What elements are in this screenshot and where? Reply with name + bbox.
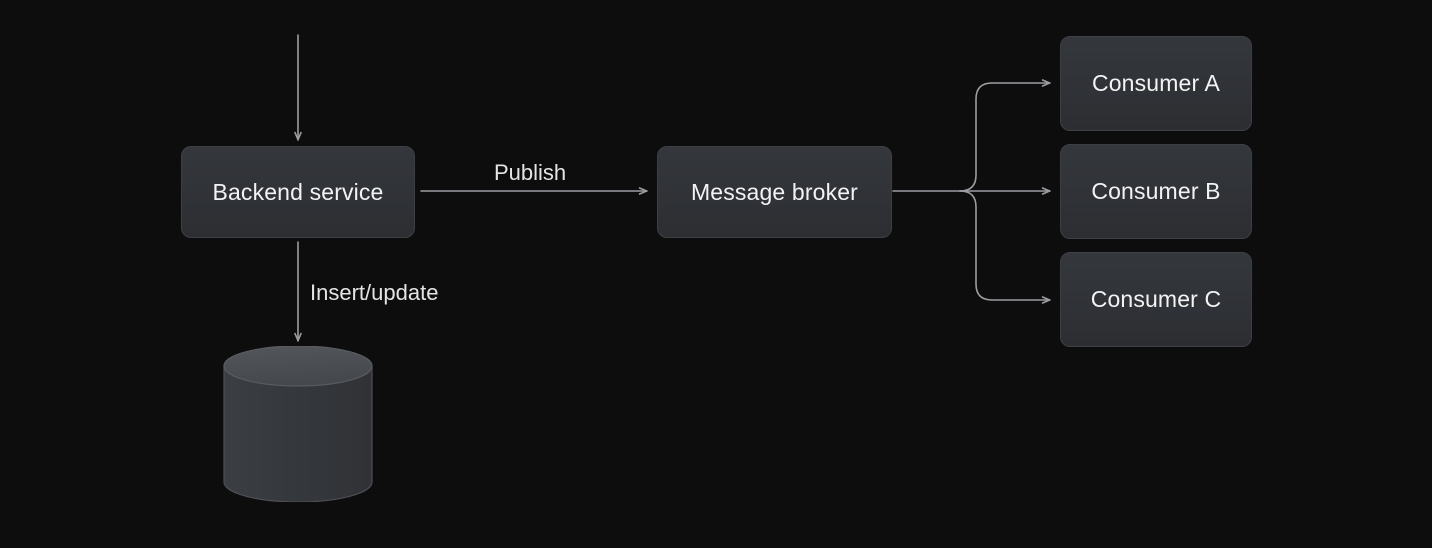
- node-message-broker[interactable]: Message broker: [657, 146, 892, 238]
- edge-label-publish: Publish: [494, 160, 567, 185]
- node-backend-service[interactable]: Backend service: [181, 146, 415, 238]
- node-consumer-a[interactable]: Consumer A: [1060, 36, 1252, 131]
- node-consumer-b-label: Consumer B: [1091, 178, 1221, 204]
- node-consumer-c-label: Consumer C: [1090, 286, 1222, 312]
- node-consumer-a-label: Consumer A: [1091, 70, 1221, 96]
- node-consumer-b[interactable]: Consumer B: [1060, 144, 1252, 239]
- edge-branch-to-consumer-a: [959, 79, 1051, 192]
- edge-branch-to-consumer-c: [959, 190, 1051, 304]
- node-backend-service-label: Backend service: [212, 178, 384, 205]
- edge-label-insert-update: Insert/update: [310, 280, 439, 305]
- node-message-broker-label: Message broker: [690, 178, 858, 205]
- database-cylinder-icon: [223, 346, 373, 502]
- node-consumer-c[interactable]: Consumer C: [1060, 252, 1252, 347]
